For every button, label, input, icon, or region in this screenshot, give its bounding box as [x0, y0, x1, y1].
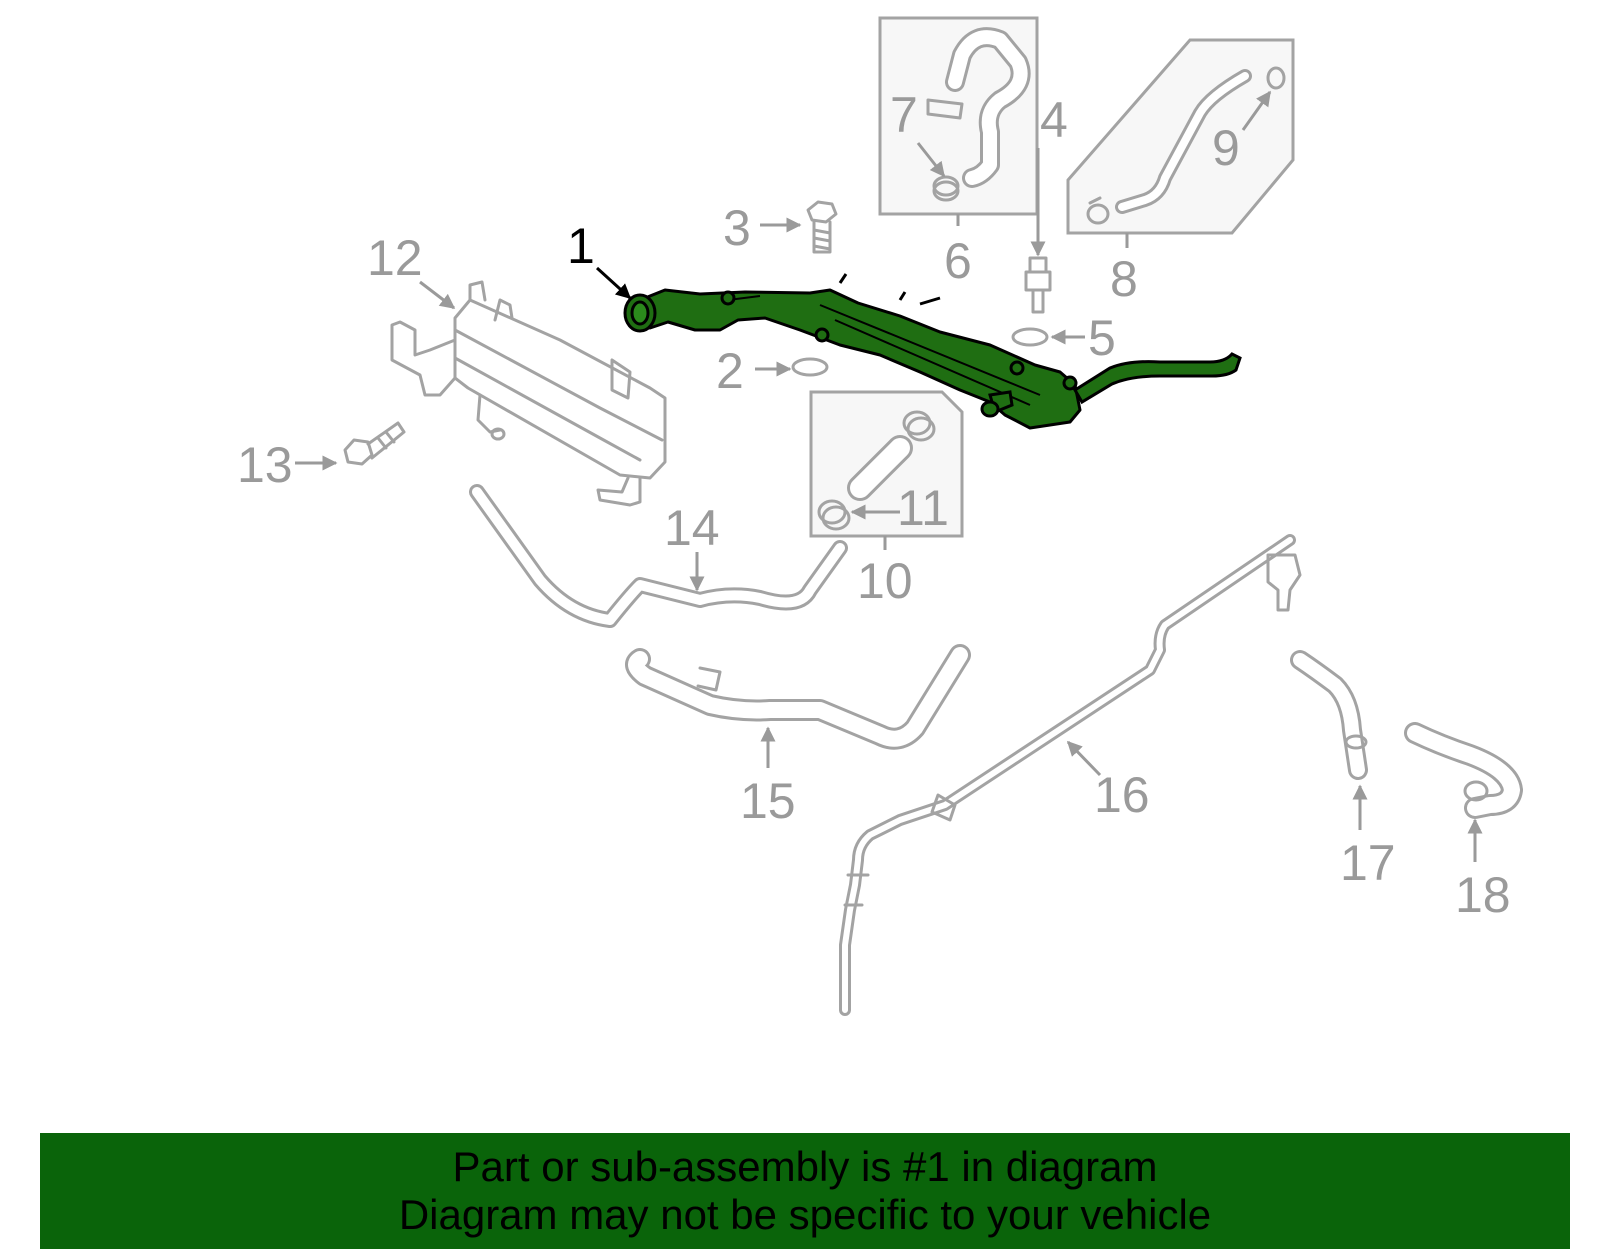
- hose-part-6[interactable]: [945, 27, 1031, 188]
- leader-1: [595, 266, 632, 300]
- hose-part-18[interactable]: [1404, 722, 1523, 819]
- kit-box-8: [1066, 38, 1295, 235]
- callout-12: 12: [367, 230, 423, 286]
- leader-12: [419, 280, 456, 310]
- callout-18: 18: [1455, 867, 1511, 923]
- leader-7: [916, 142, 946, 178]
- leader-16: [1066, 740, 1102, 777]
- info-banner: Part or sub-assembly is #1 in diagram Di…: [40, 1133, 1570, 1249]
- banner-line-part: Part or sub-assembly is #1 in diagram: [452, 1143, 1158, 1190]
- callout-6: 6: [944, 233, 972, 289]
- kit-box-6: [878, 16, 1039, 216]
- hose-part-10[interactable]: [847, 435, 913, 501]
- callout-17: 17: [1340, 835, 1396, 891]
- bolt-part-3[interactable]: [806, 200, 838, 254]
- clamp-part-9[interactable]: [1086, 66, 1286, 225]
- hose-part-14[interactable]: [469, 484, 848, 628]
- clamp-part-7[interactable]: [926, 98, 964, 202]
- callout-16: 16: [1094, 767, 1150, 823]
- callout-13: 13: [237, 437, 293, 493]
- hose-part-17[interactable]: [1290, 650, 1368, 780]
- callout-2: 2: [716, 343, 744, 399]
- callout-9: 9: [1212, 120, 1240, 176]
- callout-10: 10: [857, 553, 913, 609]
- gasket-part-2[interactable]: [791, 357, 829, 377]
- hose-part-8[interactable]: [1115, 69, 1252, 214]
- callout-4: 4: [1040, 92, 1068, 148]
- hose-part-15[interactable]: [625, 644, 971, 750]
- bolt-part-13[interactable]: [343, 421, 406, 466]
- cooler-part-12[interactable]: [390, 280, 667, 507]
- callout-7: 7: [890, 87, 918, 143]
- kit-box-10: [809, 390, 964, 538]
- pipe-part-16[interactable]: [839, 534, 1302, 1016]
- callout-8: 8: [1110, 251, 1138, 307]
- callout-3: 3: [723, 200, 751, 256]
- clamp-part-11[interactable]: [817, 410, 936, 531]
- banner-line-disclaimer: Diagram may not be specific to your vehi…: [398, 1191, 1212, 1238]
- callout-1: 1: [567, 218, 595, 274]
- callout-14: 14: [664, 500, 720, 556]
- leader-9: [1241, 90, 1272, 131]
- water-pipe-part-1[interactable]: [623, 273, 1242, 430]
- gasket-part-5[interactable]: [1011, 327, 1049, 347]
- callout-15: 15: [740, 773, 796, 829]
- callout-5: 5: [1088, 310, 1116, 366]
- callout-11: 11: [897, 480, 949, 536]
- sensor-part-4[interactable]: [1024, 256, 1052, 314]
